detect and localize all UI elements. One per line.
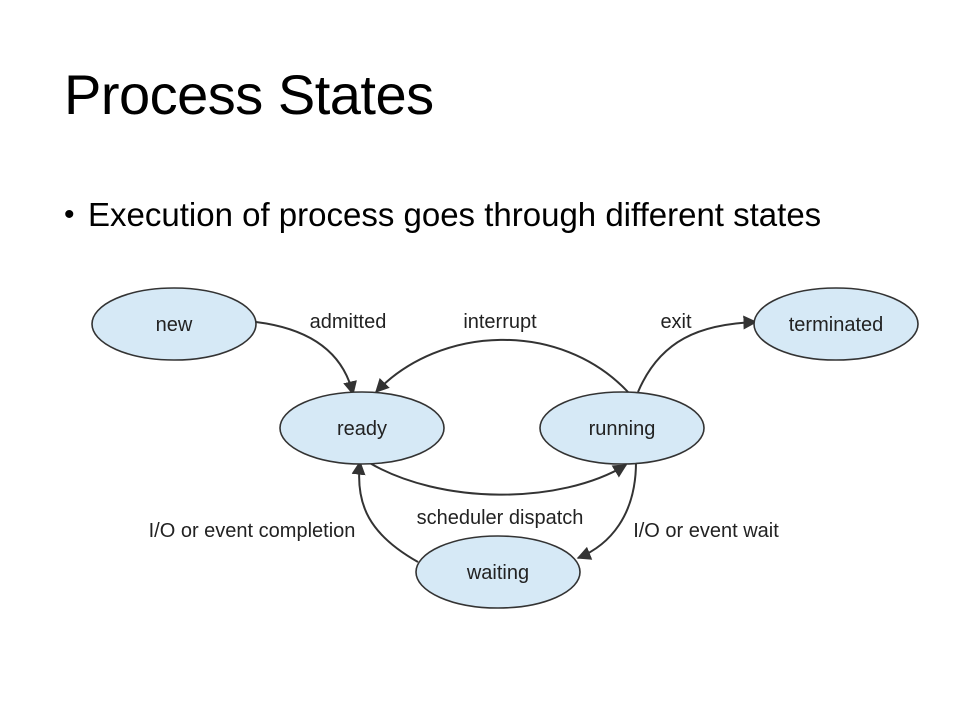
node-waiting-shape bbox=[415, 535, 581, 609]
bullet-dot-icon: • bbox=[64, 198, 75, 231]
edge-label-io-event-wait: I/O or event wait bbox=[633, 520, 779, 542]
node-new-label: new bbox=[156, 314, 193, 336]
node-terminated-label: terminated bbox=[789, 314, 884, 336]
node-terminated-shape bbox=[753, 287, 919, 361]
edge-label-scheduler-dispatch: scheduler dispatch bbox=[417, 507, 584, 529]
edge-exit bbox=[637, 315, 758, 393]
edge-label-interrupt: interrupt bbox=[463, 311, 537, 333]
bullet-item: • Execution of process goes through diff… bbox=[64, 196, 821, 234]
node-new-shape bbox=[91, 287, 257, 361]
node-new: new bbox=[91, 287, 257, 361]
node-running: running bbox=[539, 391, 705, 465]
node-waiting: waiting bbox=[415, 535, 581, 609]
edge-interrupt bbox=[375, 338, 629, 394]
node-ready-shape bbox=[279, 391, 445, 465]
bullet-text: Execution of process goes through differ… bbox=[88, 196, 822, 233]
edge-label-io-event-completion: I/O or event completion bbox=[149, 520, 356, 542]
node-terminated: terminated bbox=[753, 287, 919, 361]
node-waiting-label: waiting bbox=[466, 562, 529, 584]
node-ready: ready bbox=[279, 391, 445, 465]
edge-admitted bbox=[255, 321, 357, 396]
edge-label-exit: exit bbox=[660, 311, 692, 333]
page-title: Process States bbox=[64, 63, 434, 126]
edge-label-admitted: admitted bbox=[310, 311, 387, 333]
edge-io-event-completion bbox=[351, 460, 419, 563]
node-running-shape bbox=[539, 391, 705, 465]
node-running-label: running bbox=[589, 418, 656, 440]
node-ready-label: ready bbox=[337, 418, 387, 440]
edge-scheduler-dispatch bbox=[367, 461, 628, 496]
edge-io-event-wait bbox=[576, 461, 637, 560]
